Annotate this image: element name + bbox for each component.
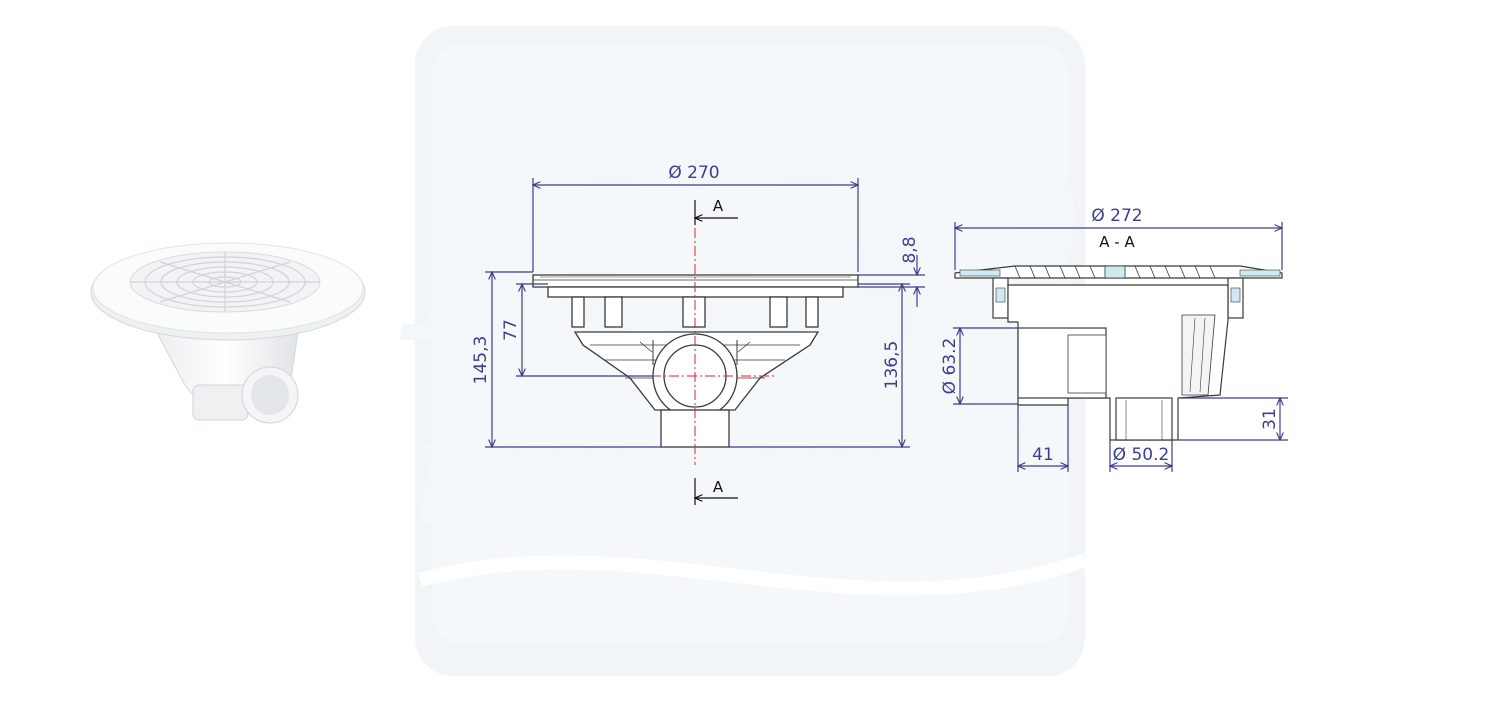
front-tab bbox=[805, 296, 819, 328]
dim-inlet-height: 77 bbox=[501, 319, 521, 341]
front-tab bbox=[604, 296, 623, 328]
drain-bottom-pipe bbox=[192, 384, 249, 421]
front-tab bbox=[682, 296, 706, 328]
dim-bottom-pipe-diameter: Ø 50.2 bbox=[1113, 445, 1170, 465]
dim-bottom-pipe-height: 31 bbox=[1260, 408, 1280, 430]
watermark-swoosh bbox=[418, 553, 1088, 596]
drain-side-outlet-bore bbox=[251, 375, 289, 415]
section-view bbox=[954, 265, 1283, 441]
section-mark-top: A bbox=[713, 197, 724, 215]
dim-diameter-272: Ø 272 bbox=[1091, 206, 1142, 226]
section-grate bbox=[1014, 265, 1216, 279]
front-tab bbox=[769, 296, 788, 328]
dim-side-pipe-offset: 41 bbox=[1032, 445, 1054, 465]
section-title: A - A bbox=[1099, 233, 1135, 251]
drain-grate-slots bbox=[130, 252, 320, 312]
section-bottom-pipe bbox=[1115, 397, 1173, 441]
dim-diameter-270: Ø 270 bbox=[668, 163, 719, 183]
dim-side-pipe-diameter: Ø 63.2 bbox=[940, 338, 960, 395]
product-photo bbox=[90, 242, 366, 424]
watermark-text-line2: spas bbox=[778, 476, 1002, 582]
section-dimensions bbox=[953, 222, 1288, 472]
dim-total-height: 145,3 bbox=[471, 336, 491, 385]
dim-flange-thickness: 8,8 bbox=[900, 236, 920, 263]
dim-body-height: 136,5 bbox=[882, 341, 902, 390]
watermark-text-line1: piscines & bbox=[416, 397, 1055, 526]
section-marks bbox=[695, 200, 738, 505]
front-tab bbox=[571, 296, 585, 328]
section-mark-bottom: A bbox=[713, 478, 724, 496]
front-dimensions bbox=[485, 178, 925, 447]
